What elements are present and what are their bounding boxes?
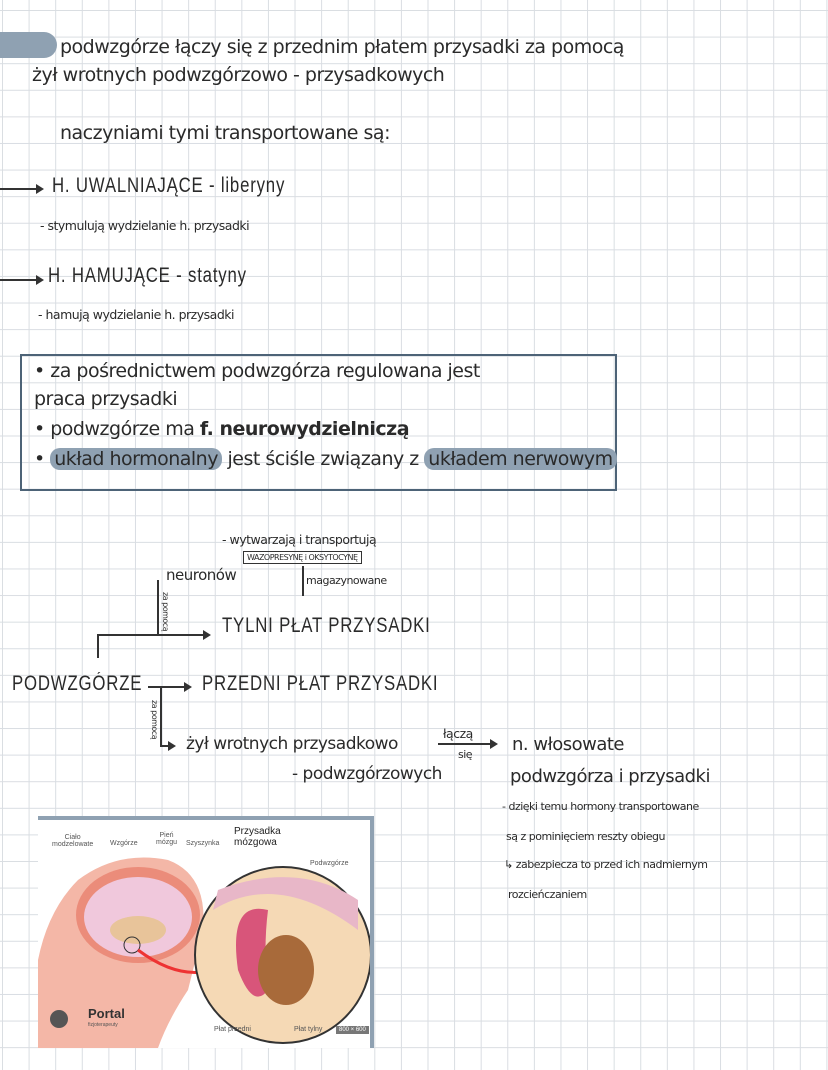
hormone-desc-2: - hamują wydzielanie h. przysadki [38,307,234,322]
anterior-lobe: PRZEDNI PŁAT PRZYSADKI [202,672,439,695]
capillaries-2: podwzgórza i przysadki [510,766,710,787]
highlight-text: układem nerwowym [424,448,617,470]
brain-image [38,857,370,1048]
label-posterior: Płat tylny [294,1026,323,1033]
box-text: • podwzgórze ma [34,418,200,440]
label-text: modzelowate [52,841,94,848]
box-text: jest ściśle związany z [221,448,425,470]
arrow-right-icon [0,184,44,194]
arrow-right-icon [0,275,44,285]
connect-label: łączą [443,726,473,741]
hypothalamus: PODWZGÓRZE [12,672,143,695]
hormone-title-2: H. HAMUJĄCE - statyny [48,264,247,287]
logo-subtext: fizjoterapeuty [88,1022,118,1028]
neurons-label: neuronów [166,566,237,584]
box-line-1: • za pośrednictwem podwzgórza regulowana… [34,360,480,382]
page-tab-marker [0,32,57,58]
down-arrow-line [302,566,304,596]
boxed-hormones: WAZOPRESYNĘ i OKSYTOCYNĘ [243,551,362,564]
arrow-right-icon [148,682,192,692]
veins-label-2: - podwzgórzowych [292,764,442,784]
capillaries-1: n. włosowate [512,734,624,755]
stored-label: magazynowane [306,574,387,587]
title-text: Przysadka [234,826,281,837]
hormone-title-1: H. UWALNIAJĄCE - liberyny [52,174,286,197]
hormone-desc-1: - stymulują wydzielanie h. przysadki [40,218,250,233]
note-1: - dzięki temu hormony transportowane [502,800,699,813]
intro-line-3: naczyniami tymi transportowane są: [60,122,390,144]
intro-line-1: podwzgórze łączy się z przednim płatem p… [60,36,624,58]
label-text: Ciało [64,834,81,841]
label-anterior: Płat przedni [214,1026,251,1033]
box-bold-text: f. neurowydzielniczą [199,418,410,440]
label-text: Pień [159,832,174,839]
highlight-text: układ hormonalny [50,448,222,470]
label-text: mózgu [156,839,178,846]
veins-label-1: żył wrotnych przysadkowo [186,734,398,754]
connect-label-2: się [458,748,473,761]
note-3: ↳ zabezpiecza to przed ich nadmiernym [504,858,708,871]
arrow-right-icon [438,739,498,749]
intro-line-2: żył wrotnych podwzgórzowo - przysadkowyc… [32,64,445,86]
box-line-3: • podwzgórze ma f. neurowydzielniczą [34,418,410,440]
size-badge: 800 × 600 [336,1026,369,1034]
up-arrow-line [157,580,159,636]
top-note: - wytwarzają i transportują [222,532,377,547]
arrow-right-icon [160,741,176,751]
note-4: rozcieńczaniem [508,888,587,901]
summary-box: • za pośrednictwem podwzgórza regulowana… [20,354,617,491]
box-line-4: • układ hormonalny jest ściśle związany … [34,448,617,470]
title-text: mózgowa [234,837,277,848]
arrow-right-icon [97,630,211,640]
label-hypothalamus: Podwzgórze [310,860,349,867]
bullet: • [34,448,51,470]
note-2: są z pominięciem reszty obiegu [506,830,665,843]
branch-line [97,634,99,658]
logo-icon [50,1010,68,1028]
za-pomoca-label: za pomocą [150,700,159,740]
label-thalamus: Wzgórze [110,840,138,847]
box-line-2: praca przysadki [34,388,178,410]
posterior-lobe: TYLNI PŁAT PRZYSADKI [222,614,431,637]
branch-line [160,688,162,746]
label-pineal: Szyszynka [186,840,220,847]
za-pomoca-label: za pomocą [161,592,170,632]
logo-text: Portal [88,1006,125,1021]
